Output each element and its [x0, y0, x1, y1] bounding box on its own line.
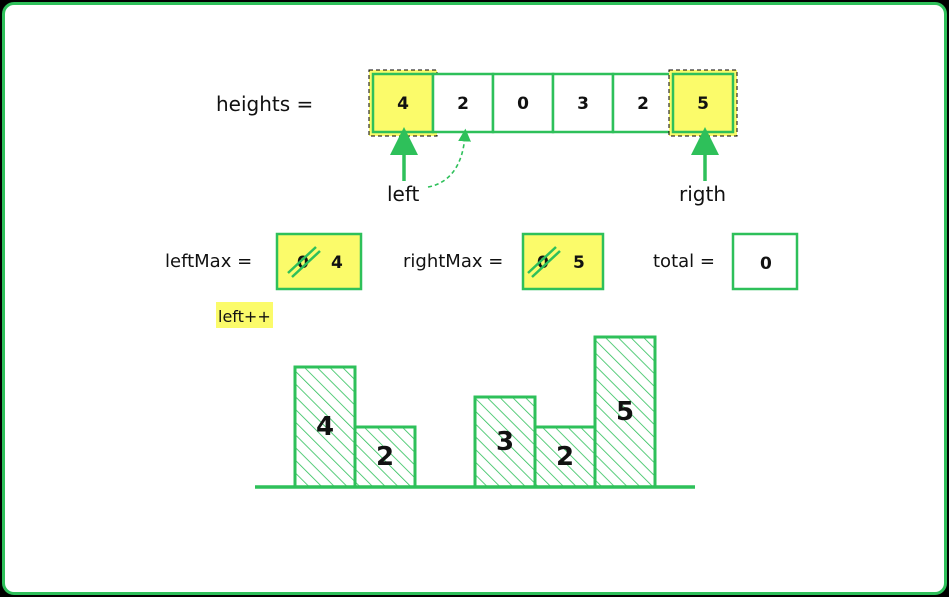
array-cell-value: 3: [577, 94, 589, 114]
total-label: total =: [653, 251, 715, 272]
heights-array: 4 2 0 3 2 5: [368, 69, 738, 137]
elevation-bar-label: 3: [496, 427, 514, 457]
left-move-arrow: [427, 128, 471, 188]
leftmax-strike-2: [291, 250, 321, 278]
array-cell: [371, 72, 435, 134]
rightmax-strike-2: [531, 250, 561, 278]
elevation-bar-label: 4: [316, 412, 334, 442]
left-pointer: left: [387, 127, 471, 206]
rightmax-box: [521, 232, 605, 291]
elevation-bar-label: 2: [556, 442, 574, 472]
right-pointer: rigth: [679, 127, 726, 206]
total-group: total = 0: [653, 232, 799, 291]
heights-label: heights =: [216, 92, 313, 116]
right-pointer-label: rigth: [679, 182, 726, 206]
total-value: 0: [760, 254, 772, 274]
array-cell: [491, 72, 555, 134]
elevation-bar-label: 2: [376, 442, 394, 472]
array-cell-value: 4: [397, 94, 409, 114]
step-note-text: left++: [218, 307, 271, 326]
rightmax-strike-1: [527, 246, 557, 274]
rightmax-label: rightMax =: [403, 251, 503, 272]
leftmax-group: leftMax = 0 4: [165, 232, 363, 291]
elevation-bar-label: 5: [616, 397, 634, 427]
array-cell: [551, 72, 615, 134]
rightmax-group: rightMax = 0 5: [403, 232, 605, 291]
step-note: left++: [216, 302, 273, 328]
diagram-canvas: heights = 4 2 0 3 2 5 left rigth leftMax = 0 …: [165, 69, 799, 489]
array-cell-value: 0: [517, 94, 529, 114]
elevation-bar: [473, 395, 537, 489]
leftmax-label: leftMax =: [165, 251, 252, 272]
array-cell-value: 5: [697, 94, 709, 114]
array-cell: [671, 72, 735, 134]
array-cell-value: 2: [637, 94, 649, 114]
elevation-bar: [533, 425, 597, 489]
leftmax-value: 4: [331, 253, 343, 273]
elevation-bar: [593, 335, 657, 489]
leftmax-strike-1: [287, 246, 317, 274]
elevation-bar: [293, 365, 357, 489]
array-cell-value: 2: [457, 94, 469, 114]
left-pointer-label: left: [387, 182, 420, 206]
step-note-highlight: [216, 302, 273, 328]
leftmax-box: [275, 232, 363, 291]
rightmax-value: 5: [573, 253, 585, 273]
elevation-bars: 4 2 3 2 5: [293, 335, 657, 489]
total-box: [731, 232, 799, 291]
